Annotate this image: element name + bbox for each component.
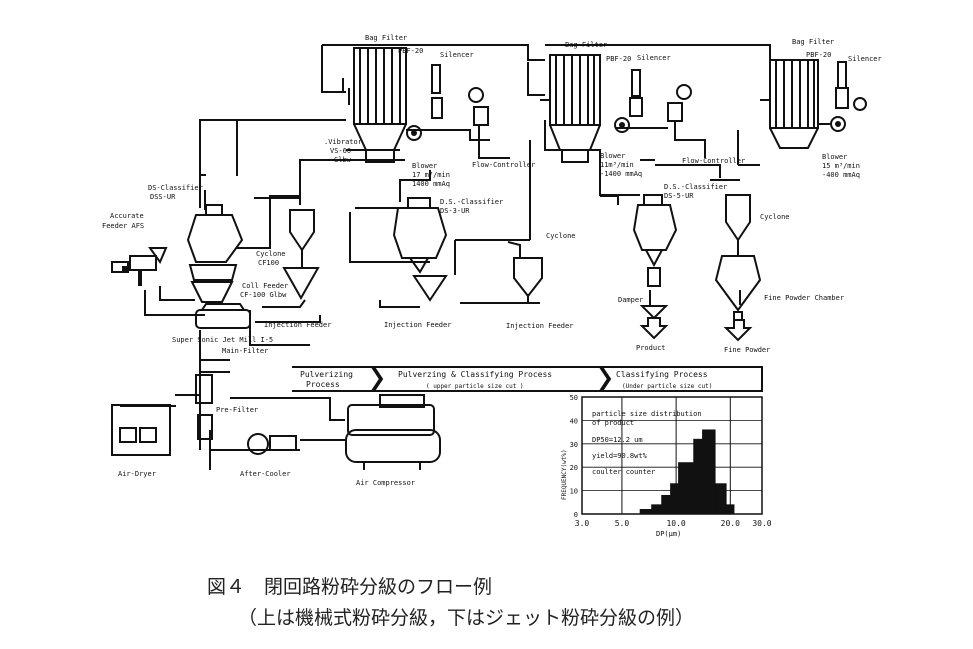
- chart-x-tick-label: 3.0: [575, 519, 590, 528]
- jet-mill-label: Super Sonic Jet Mill I-5: [172, 336, 273, 344]
- cyclone-2-label: Cyclone: [546, 232, 576, 240]
- bag-filter-3-model: PBF-20: [806, 51, 831, 59]
- ds-classifier-2-model: DS-3-UR: [440, 207, 470, 215]
- chart-y-tick-label: 50: [570, 394, 578, 402]
- band-3-line2: (Under particle size cut): [622, 383, 712, 390]
- blower-3-label: Blower: [822, 153, 847, 161]
- band-1-line1: Pulverizing: [300, 370, 353, 379]
- bag-filter-3-label: Bag Filter: [792, 38, 834, 46]
- blower-1-spec1: 17 m³/min: [412, 171, 450, 179]
- band-2-line1: Pulverzing & Classifying Process: [398, 370, 552, 379]
- figure-caption-line1: 図４ 閉回路粉砕分級のフロー例: [207, 576, 493, 598]
- injection-feeder-1-label: Injection Feeder: [264, 321, 331, 329]
- chart-y-tick-label: 0: [574, 511, 578, 519]
- silencer-1-label: Silencer: [440, 51, 474, 59]
- feeder-model: Feeder AFS: [102, 222, 144, 230]
- chart-y-tick-label: 40: [570, 417, 578, 425]
- injection-feeder-3-label: Injection Feeder: [506, 322, 573, 330]
- chart-title-line2: of product: [592, 419, 634, 427]
- chart-y-tick-label: 30: [570, 441, 578, 449]
- flow-controller-1-label: Flow-Controller: [472, 161, 535, 169]
- damper-label: Damper: [618, 296, 643, 304]
- chart-annotation-dp50: DP50=12.2 um: [592, 436, 643, 444]
- fine-powder-chamber-label: Fine Powder Chamber: [764, 294, 844, 302]
- chart-bars: [639, 429, 735, 515]
- cyclone-3-label: Cyclone: [760, 213, 790, 221]
- fine-powder-label: Fine Powder: [724, 346, 770, 354]
- chart-annotation-yield: yield=90.8wt%: [592, 452, 648, 460]
- chart-bar: [678, 462, 694, 515]
- chart-x-label: DP(μm): [656, 530, 681, 538]
- ds-classifier-3-model: DS-5-UR: [664, 192, 694, 200]
- after-cooler-label: After-Cooler: [240, 470, 291, 478]
- band-3-line1: Classifying Process: [616, 370, 708, 379]
- figure-caption-line2: （上は機械式粉砕分級，下はジェット粉砕分級の例）: [238, 607, 695, 629]
- cyclone-1-model: CF100: [258, 259, 279, 267]
- pre-filter-label: Pre-Filter: [216, 406, 258, 414]
- ds-classifier-3-label: D.S.-Classifier: [664, 183, 727, 191]
- blower-1-spec2: 1400 mmAq: [412, 180, 450, 188]
- chart-x-tick-label: 10.0: [666, 519, 685, 528]
- coll-feeder-label: Coll Feeder: [242, 282, 288, 290]
- band-2-line2: ( upper particle size cut ): [426, 383, 524, 390]
- product-label: Product: [636, 344, 666, 352]
- bag-filter-1-model: PBF-20: [398, 47, 423, 55]
- ds-classifier-1-model: DSS-UR: [150, 193, 176, 201]
- blower-3-spec2: -400 mmAq: [822, 171, 860, 179]
- injection-feeder-2-label: Injection Feeder: [384, 321, 451, 329]
- chart-bar: [651, 504, 662, 515]
- blower-2-label: Blower: [600, 152, 625, 160]
- bag-filter-1-label: Bag Filter: [365, 34, 407, 42]
- chart-y-ticks: 0 10 20 30 40 50: [570, 394, 578, 519]
- chart-x-tick-label: 20.0: [721, 519, 740, 528]
- ds-classifier-1-label: DS-Classifier: [148, 184, 203, 192]
- blower-2-spec1: 11m³/min: [600, 161, 634, 169]
- chart-y-tick-label: 10: [570, 488, 578, 496]
- vibrator-label: .Vibrator: [324, 138, 362, 146]
- bag-filter-2-model: PBF-20: [606, 55, 631, 63]
- chart-bar: [661, 494, 671, 515]
- blower-2-spec2: -1400 mmAq: [600, 170, 642, 178]
- band-1-line2: Process: [306, 380, 340, 389]
- vibrator-model: VS-60: [330, 147, 351, 155]
- chart-gridlines: [582, 397, 762, 514]
- blower-1-label: Blower: [412, 162, 437, 170]
- silencer-3-label: Silencer: [848, 55, 882, 63]
- blower-3-spec1: 15 m³/min: [822, 162, 860, 170]
- chart-bar: [670, 483, 679, 515]
- chart-y-tick-label: 20: [570, 464, 578, 472]
- silencer-2-label: Silencer: [637, 54, 671, 62]
- vibrator-extra: Glbw: [334, 156, 352, 164]
- ds-classifier-2-label: D.S.-Classifier: [440, 198, 503, 206]
- bag-filter-2-label: Bag Filter: [565, 41, 607, 49]
- chart-bar: [639, 509, 652, 515]
- flow-controller-2-label: Flow-Controller: [682, 157, 745, 165]
- chart-bar: [702, 429, 716, 515]
- chart-x-tick-label: 5.0: [615, 519, 630, 528]
- chart-bar: [693, 438, 703, 515]
- coll-feeder-model: CF-100 Glbw: [240, 291, 287, 299]
- chart-title-line1: particle size distribution: [592, 410, 702, 418]
- feeder-label: Accurate: [110, 212, 144, 220]
- chart-x-tick-label: 30.0: [752, 519, 771, 528]
- main-filter-label: Main-Filter: [222, 347, 268, 355]
- chart-annotation-method: coulter counter: [592, 468, 655, 476]
- chart-bar: [725, 504, 735, 515]
- air-dryer-label: Air-Dryer: [118, 470, 156, 478]
- chart-y-label: FREQUENCY(wt%): [561, 449, 568, 500]
- chart-bar: [714, 483, 727, 515]
- air-compressor-label: Air Compressor: [356, 479, 415, 487]
- particle-size-chart: 0 10 20 30 40 50 3.0 5.0 10.0 20.0 30.0 particle …: [561, 394, 772, 538]
- cyclone-1-label: Cyclone: [256, 250, 286, 258]
- chart-x-ticks: 3.0 5.0 10.0 20.0 30.0: [575, 519, 772, 528]
